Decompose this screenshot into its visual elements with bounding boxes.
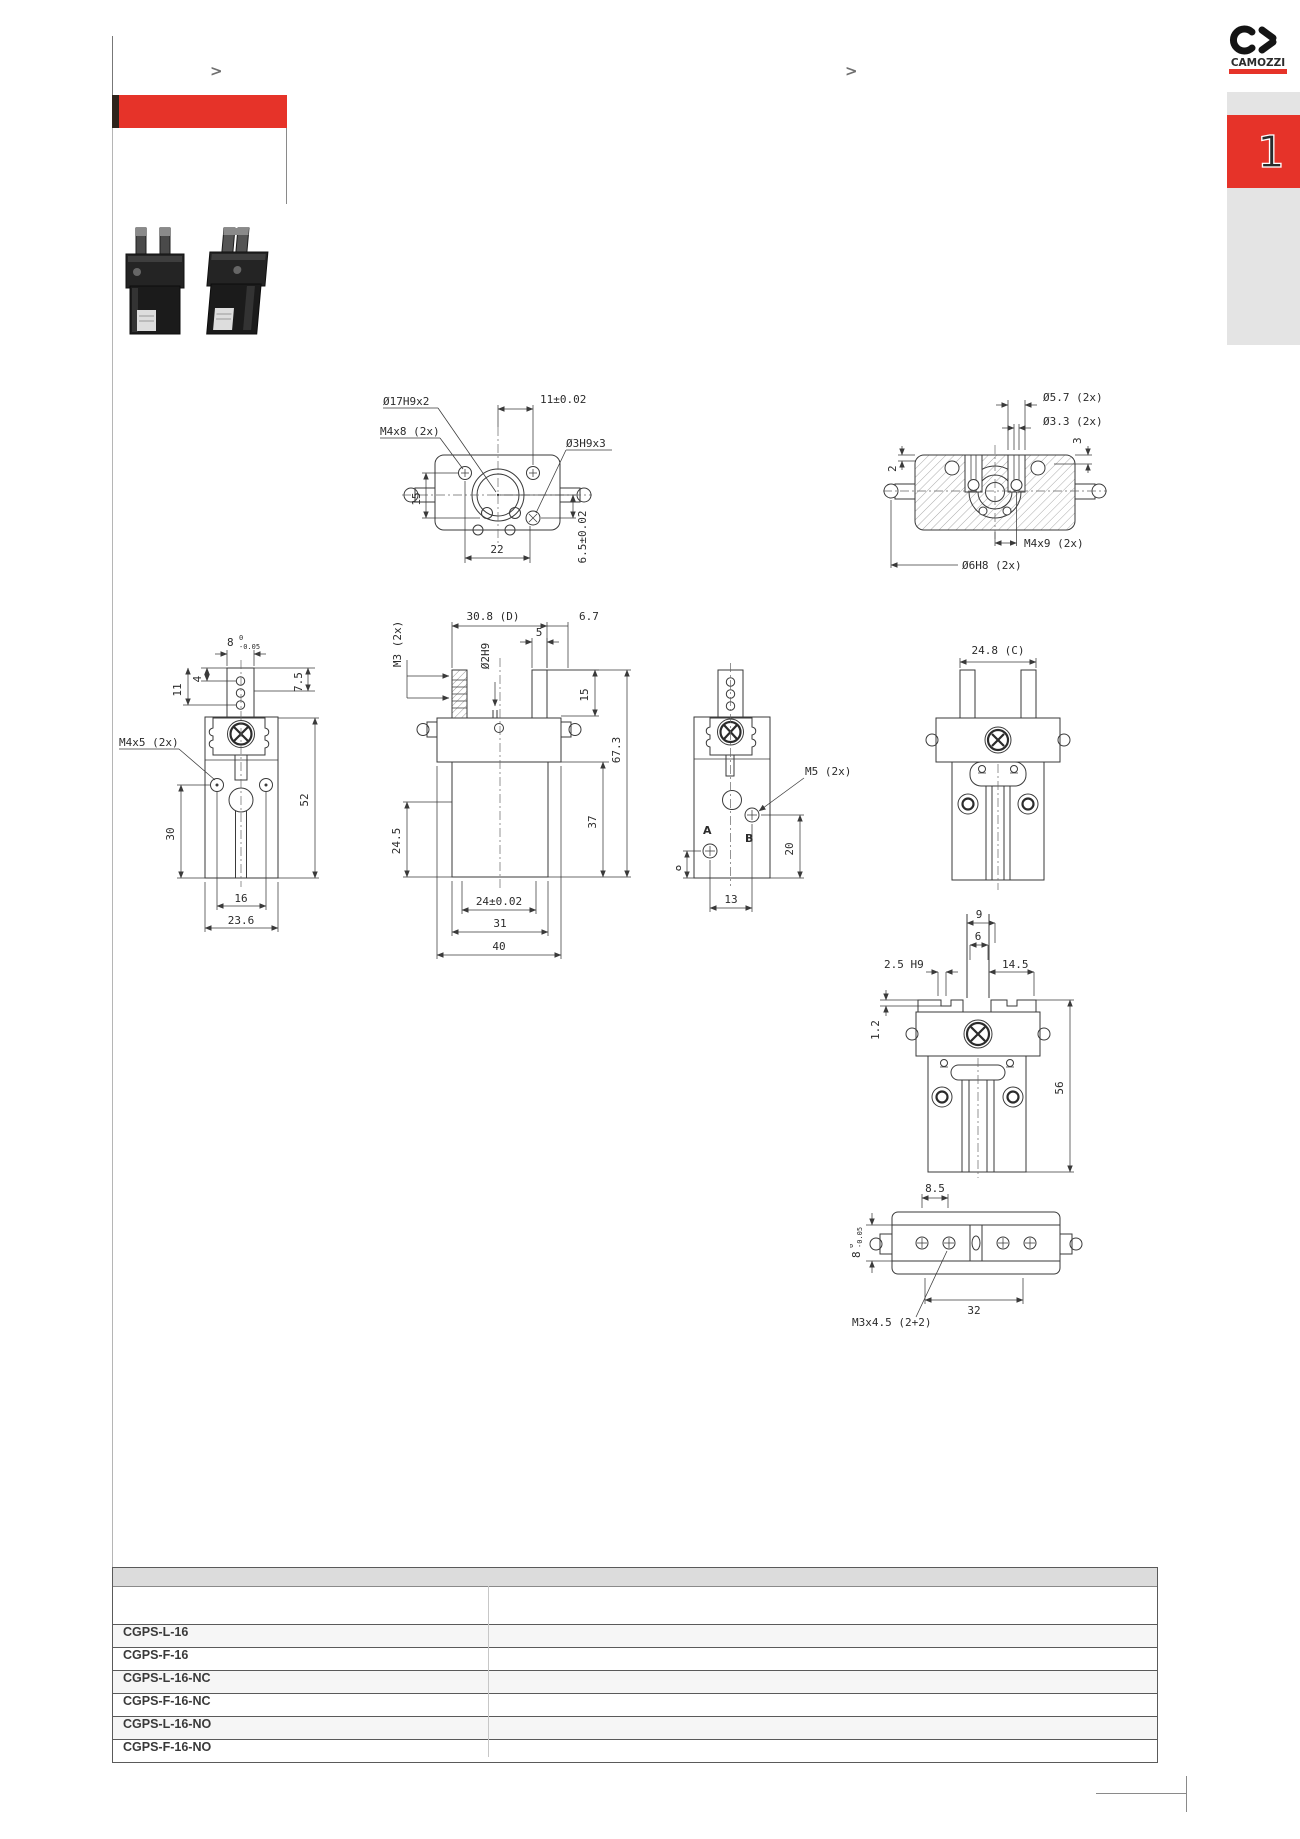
dim-11: 11±0.02 <box>540 393 586 406</box>
chapter-tab: 1 <box>1227 115 1300 188</box>
dim-14-5: 14.5 <box>1002 958 1029 971</box>
label-m4x9: M4x9 (2x) <box>1024 537 1084 550</box>
label-dia2h9: Ø2H9 <box>479 643 492 670</box>
dim-2: 2 <box>886 465 899 472</box>
drawing-side-view-left: 8 0 -0.05 4 11 7.5 M4x5 (2x) 30 52 16 23… <box>119 634 319 932</box>
footer-rule <box>1096 1793 1186 1794</box>
top-margin-rule <box>112 36 113 95</box>
drawing-top-view-mounting: 11±0.02 15 22 6.5±0.02 Ø17H9x2 M4x8 (2x)… <box>380 393 612 564</box>
chapter-number: 1 <box>1256 126 1285 178</box>
table-row: CGPS-L-16-NO <box>113 1717 1157 1740</box>
dim-4: 4 <box>191 675 204 682</box>
dim-8-tol-lower: -0.05 <box>239 643 260 651</box>
dim-dia57: Ø5.7 (2x) <box>1043 391 1103 404</box>
dim-24: 24±0.02 <box>476 895 522 908</box>
label-m3x45: M3x4.5 (2+2) <box>852 1316 931 1329</box>
label-m5: M5 (2x) <box>805 765 851 778</box>
chapter-number-text: 1 <box>1257 127 1285 178</box>
port-b-label: B <box>745 832 753 845</box>
dim-20: 20 <box>783 842 796 855</box>
dim-1-2: 1.2 <box>869 1020 882 1040</box>
dim-24-5: 24.5 <box>390 828 403 855</box>
dim-5: 5 <box>536 626 543 639</box>
dim-15: 15 <box>578 688 591 701</box>
footer-tick <box>1186 1776 1187 1812</box>
table-row: CGPS-F-16-NO <box>123 1740 212 1754</box>
table-header-band <box>113 1568 1157 1587</box>
dim-6: 6 <box>975 930 982 943</box>
dim-3: 3 <box>1071 437 1084 444</box>
camozzi-logo-mark <box>1230 25 1277 55</box>
dim-23-6: 23.6 <box>228 914 255 927</box>
ordering-code-table: CGPS-L-16 CGPS-F-16 CGPS-L-16-NC CGPS-F-… <box>112 1567 1158 1763</box>
dim-22: 22 <box>490 543 503 556</box>
camozzi-logo-bar <box>1229 69 1287 74</box>
dim-2-5-h9: 2.5 H9 <box>884 958 924 971</box>
dim-30-8: 30.8 (D) <box>467 610 520 623</box>
table-row: CGPS-F-16-NC <box>113 1694 1157 1717</box>
dim-30: 30 <box>164 827 177 840</box>
banner-right-rule <box>286 128 287 204</box>
dim-8-5: 8.5 <box>925 1182 945 1195</box>
drawing-front-view: 30.8 (D) 6.7 M3 (2x) Ø2H9 5 15 67.3 37 2… <box>390 610 631 959</box>
drawing-side-view-ports: A B M5 (2x) 20 13 8 <box>676 663 851 912</box>
dim-15: 15 <box>410 492 423 505</box>
dim-8-nom: 8 <box>850 1251 863 1258</box>
breadcrumb-chevron-right: > <box>845 62 858 80</box>
dim-8: 8 <box>676 865 684 872</box>
dim-13: 13 <box>724 893 737 906</box>
gripper-photo-right <box>206 227 269 335</box>
dim-56: 56 <box>1053 1081 1066 1094</box>
label-dia6h8: Ø6H8 (2x) <box>962 559 1022 572</box>
breadcrumb-chevron-left: > <box>210 62 223 80</box>
dim-6-7: 6.7 <box>579 610 599 623</box>
dim-8-tol-upper: 0 <box>850 1244 855 1248</box>
port-a-label: A <box>703 824 712 837</box>
dim-32: 32 <box>967 1304 980 1317</box>
dim-6-5: 6.5±0.02 <box>576 511 589 564</box>
label-dia17: Ø17H9x2 <box>383 395 429 408</box>
dim-67-3: 67.3 <box>610 737 623 764</box>
drawing-rear-view: 9 6 2.5 H9 14.5 1.2 56 <box>869 908 1074 1178</box>
left-margin-rule <box>112 128 113 1567</box>
label-m4x8: M4x8 (2x) <box>380 425 440 438</box>
dim-7-5: 7.5 <box>292 672 305 692</box>
drawing-top-view-section: Ø5.7 (2x) Ø3.3 (2x) 3 2 M4x9 (2x) Ø6H8 (… <box>883 391 1107 572</box>
table-row: CGPS-L-16 <box>113 1625 1157 1648</box>
gripper-photo-left <box>125 227 185 335</box>
dim-37: 37 <box>586 815 599 828</box>
camozzi-logo-text: CAMOZZI <box>1231 57 1285 69</box>
label-m4x5: M4x5 (2x) <box>119 736 179 749</box>
product-photos <box>125 227 269 335</box>
label-dia3: Ø3H9x3 <box>566 437 606 450</box>
drawing-side-view-right: 24.8 (C) <box>925 644 1071 890</box>
dim-8-nom: 8 <box>227 636 234 649</box>
title-banner <box>112 95 287 128</box>
dim-dia33: Ø3.3 (2x) <box>1043 415 1103 428</box>
camozzi-logo: CAMOZZI <box>1229 25 1287 74</box>
dim-8-tol-lower: -0.05 <box>856 1227 864 1248</box>
drawing-bottom-view: 8.5 8 0 -0.05 32 M3x4.5 (2+2) <box>850 1182 1083 1329</box>
label-m3: M3 (2x) <box>391 621 404 667</box>
dim-24-8: 24.8 (C) <box>972 644 1025 657</box>
dim-40: 40 <box>492 940 505 953</box>
table-row: CGPS-L-16-NC <box>113 1671 1157 1694</box>
dim-11: 11 <box>171 683 184 696</box>
dim-9: 9 <box>976 908 983 921</box>
dim-8-tol-upper: 0 <box>239 634 243 642</box>
table-column-divider <box>488 1586 489 1757</box>
table-row: CGPS-F-16 <box>113 1648 1157 1671</box>
dim-31: 31 <box>493 917 506 930</box>
dim-52: 52 <box>298 793 311 806</box>
banner-left-cap <box>112 95 119 128</box>
dim-16: 16 <box>234 892 247 905</box>
dim-8-thickness: 8 0 -0.05 <box>850 1227 864 1258</box>
table-spacer-row <box>113 1587 1157 1625</box>
